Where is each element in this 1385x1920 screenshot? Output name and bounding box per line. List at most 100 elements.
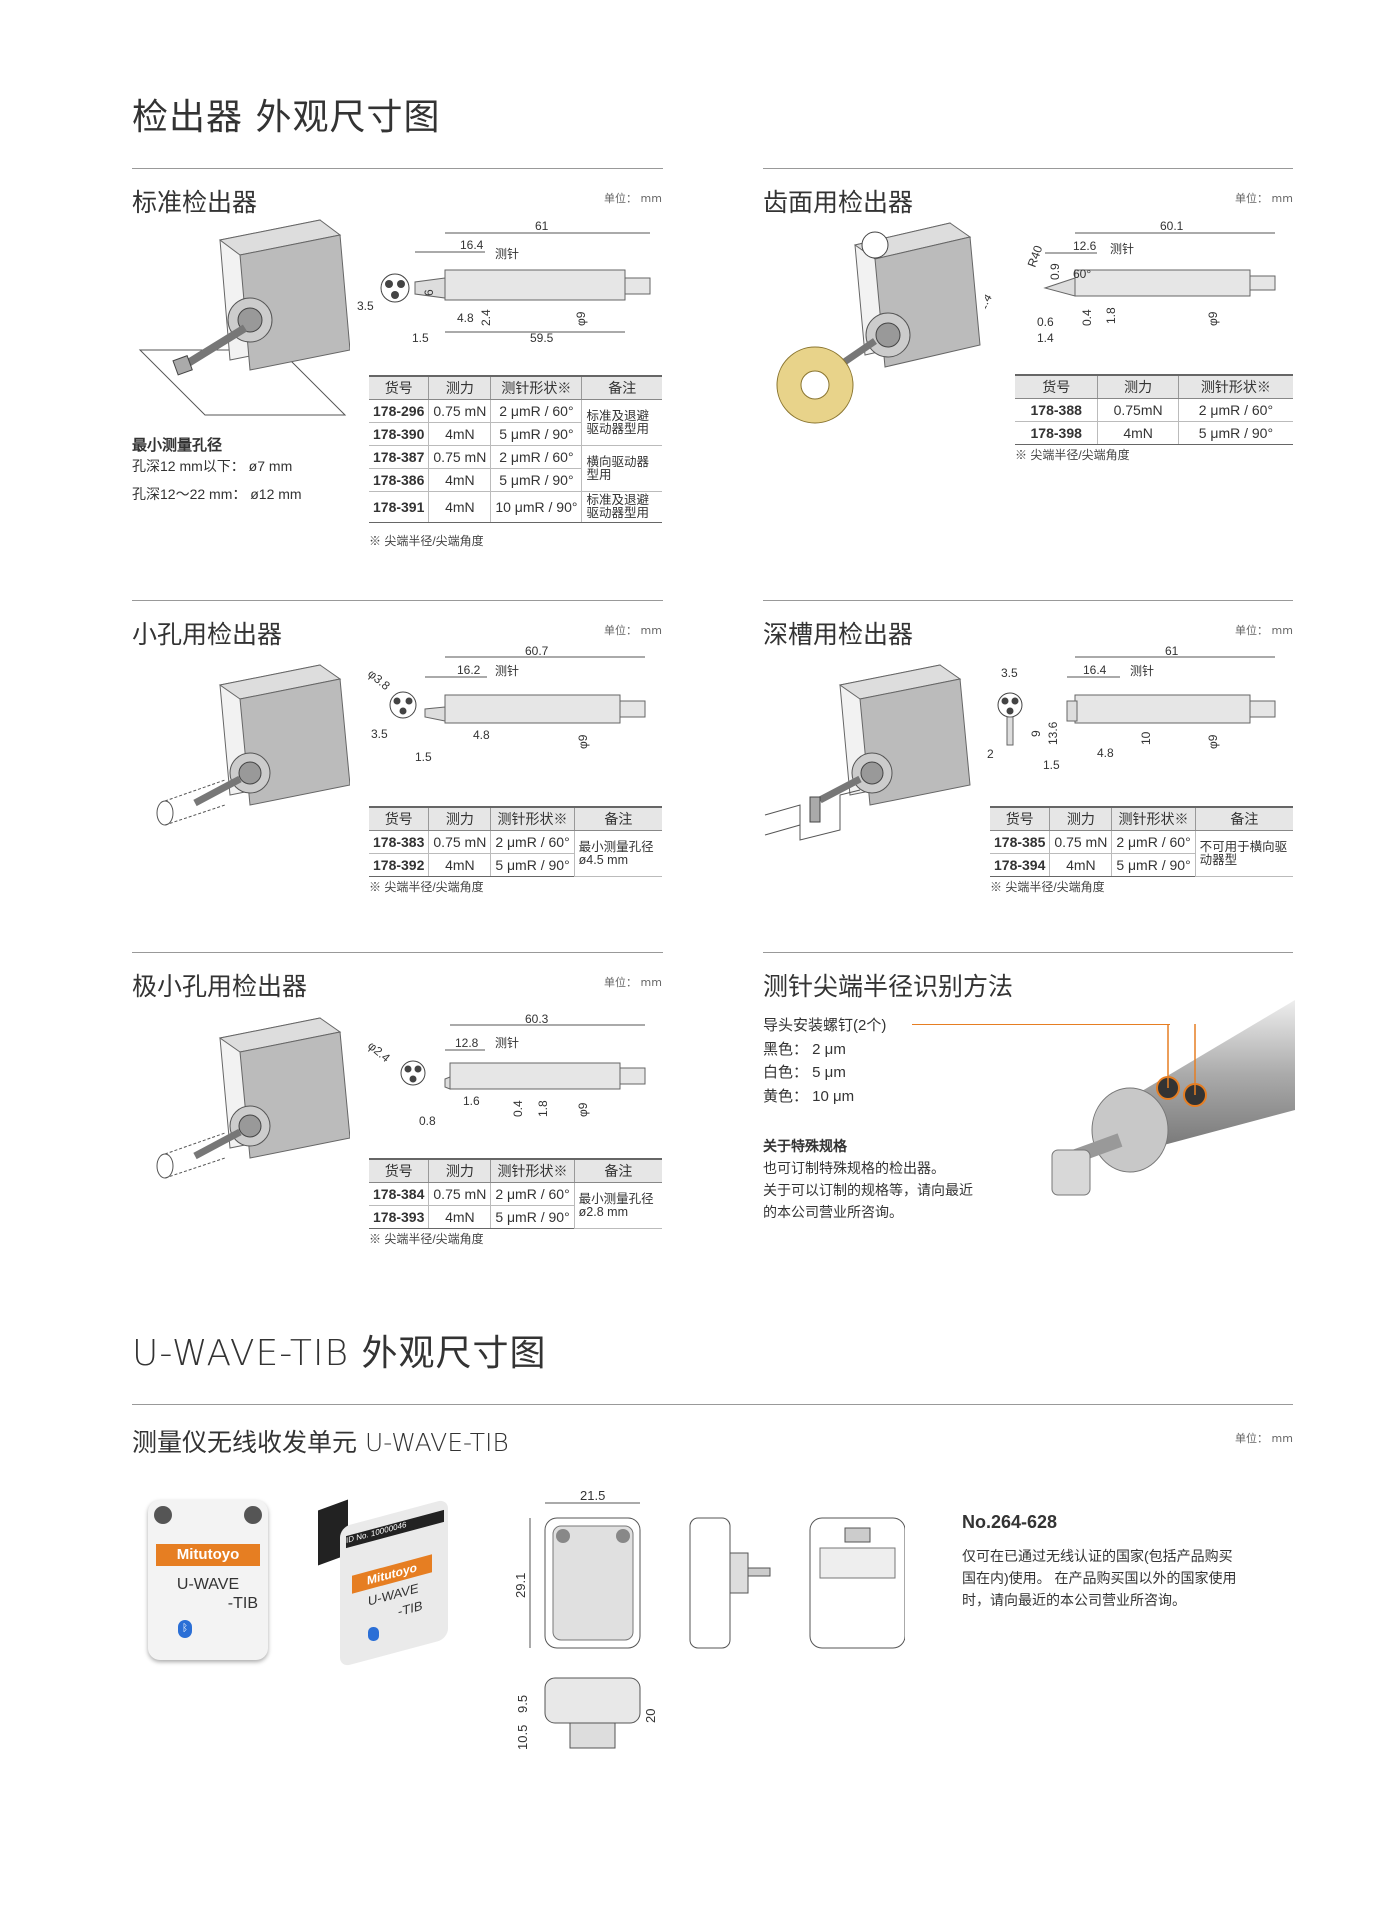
col-code: 货号	[369, 375, 429, 400]
dim-stylus-label: 测针	[1130, 663, 1154, 678]
dim-9.5: 9.5	[515, 1695, 530, 1713]
unit-label: 单位： mm	[604, 976, 662, 989]
dim-total: 60.3	[525, 1012, 549, 1026]
dim-phi2.4: φ2.4	[365, 1039, 393, 1066]
stylus-closeup-illustration	[1051, 1000, 1295, 1196]
table-row: 178-393 4mN 5 μmR / 90°	[369, 1205, 662, 1229]
table-row: 178-296 0.75 mN 2 μmR / 60° 标准及退避驱动器型用	[369, 399, 662, 446]
table-row: 178-390 4mN 5 μmR / 90°	[369, 422, 662, 446]
color-black: 黑色： 2 μm	[763, 1041, 846, 1058]
dim-phi2.4: φ2.4	[985, 291, 995, 319]
uwave-front-photo: Mitutoyo U-WAVE -TIB ᛒ	[148, 1500, 268, 1660]
dim-phi9: φ9	[1206, 734, 1220, 749]
dim-20: 20	[643, 1709, 658, 1723]
model-line-1: U-WAVE	[176, 1576, 240, 1593]
unit-label: 单位： mm	[604, 624, 662, 637]
dim-1.5: 1.5	[412, 331, 429, 343]
dim-13.6: 13.6	[1046, 721, 1060, 745]
dim-total: 61	[1165, 645, 1179, 658]
dim-phi9: φ9	[1206, 311, 1220, 326]
tiny-hole-spec-table: 货号 测力 测针形状※ 备注 178-384 0.75 mN 2 μmR / 6…	[369, 1158, 662, 1229]
table-row: 178-386 4mN 5 μmR / 90°	[369, 468, 662, 492]
special-text-3: 的本公司营业所咨询。	[763, 1204, 903, 1220]
table-row: 178-385 0.75 mN 2 μmR / 60° 不可用于横向驱动器型	[990, 830, 1293, 877]
min-hole-title: 最小测量孔径	[132, 437, 223, 454]
color-yellow: 黄色： 10 μm	[763, 1088, 855, 1105]
dim-10.5: 10.5	[515, 1725, 530, 1750]
section-title-gear: 齿面用检出器	[763, 188, 914, 217]
dim-6: 6	[422, 289, 436, 296]
dim-0.8: 0.8	[419, 1114, 436, 1128]
dim-phi3.8: φ3.8	[365, 667, 393, 694]
dim-2: 2	[987, 747, 994, 761]
page-title: 检出器 外观尺寸图	[132, 97, 441, 138]
dim-1.6: 1.6	[463, 1094, 480, 1108]
table-row: 178-388 0.75mN 2 μmR / 60°	[1015, 398, 1293, 422]
unit-label: 单位： mm	[1235, 192, 1293, 205]
footnote: ※ 尖端半径/尖端角度	[1015, 448, 1130, 462]
deep-groove-spec-table: 货号 测力 测针形状※ 备注 178-385 0.75 mN 2 μmR / 6…	[990, 806, 1293, 877]
standard-dimension-drawing: 61 16.4 测针 3.5 6 2.4 4.8 φ9 1.5 59.5	[357, 219, 651, 343]
dim-stylus-label: 测针	[495, 663, 519, 678]
uwave-text-3: 时，请向最近的本公司营业所咨询。	[962, 1592, 1186, 1608]
min-hole-2: 孔深12～22 mm： ø12 mm	[132, 486, 302, 502]
dim-stylus: 16.4	[1083, 663, 1107, 677]
dim-r40: R40	[1025, 243, 1046, 269]
table-row: 178-392 4mN 5 μmR / 90°	[369, 853, 662, 877]
divider	[763, 952, 1293, 953]
section-title-standard: 标准检出器	[132, 188, 258, 217]
dim-height: 29.1	[513, 1573, 528, 1598]
gear-detector-illustration	[776, 222, 981, 424]
deep-groove-dimension-drawing: 61 16.4 测针 3.5 9 13.6 10 2 4.8 1.5 φ9	[987, 645, 1276, 770]
dim-1.5: 1.5	[1043, 758, 1060, 770]
dim-stylus: 12.6	[1073, 239, 1097, 253]
table-row: 178-398 4mN 5 μmR / 90°	[1015, 421, 1293, 445]
uwave-dimension-drawings: 21.5 29.1 9.5 10.5 20	[513, 1488, 905, 1750]
gear-spec-table: 货号 测力 测针形状※ 178-388 0.75mN 2 μmR / 60° 1…	[1015, 374, 1293, 445]
special-title: 关于特殊规格	[763, 1138, 847, 1154]
dim-4.8: 4.8	[473, 728, 490, 742]
dim-width: 21.5	[580, 1488, 605, 1503]
col-note: 备注	[581, 375, 662, 400]
table-row: 178-383 0.75 mN 2 μmR / 60° 最小测量孔径 ø4.5 …	[369, 830, 662, 877]
dim-total: 60.7	[525, 645, 549, 658]
small-hole-spec-table: 货号 测力 测针形状※ 备注 178-383 0.75 mN 2 μmR / 6…	[369, 806, 662, 877]
dim-10: 10	[1139, 731, 1153, 745]
dim-angle: 60°	[1073, 267, 1091, 281]
tiny-hole-detector-illustration	[156, 1017, 350, 1179]
divider	[132, 600, 663, 601]
divider	[132, 168, 663, 169]
unit-label: 单位： mm	[604, 192, 662, 205]
uwave-page-title: U-WAVE-TIB 外观尺寸图	[132, 1333, 547, 1374]
table-row: 178-391 4mN 10 μmR / 90° 标准及退避驱动器型用	[369, 491, 662, 523]
dim-stylus: 16.2	[457, 663, 481, 677]
section-title-tiny-hole: 极小孔用检出器	[132, 972, 308, 1001]
dim-phi9: φ9	[574, 311, 588, 326]
min-hole-1: 孔深12 mm以下： ø7 mm	[132, 458, 293, 474]
table-row: 178-394 4mN 5 μmR / 90°	[990, 853, 1293, 877]
dim-3.5: 3.5	[1001, 666, 1018, 680]
leader-line	[912, 1024, 1170, 1025]
divider	[763, 600, 1293, 601]
dim-4.8: 4.8	[457, 311, 474, 325]
uwave-text-2: 国在内)使用。 在产品购买国以外的国家使用	[962, 1570, 1237, 1586]
unit-label: 单位： mm	[1235, 1432, 1293, 1445]
uwave-section-title: 测量仪无线收发单元 U-WAVE-TIB	[132, 1428, 509, 1457]
standard-spec-table: 货号 测力 测针形状※ 备注 178-296 0.75 mN 2 μmR / 6…	[369, 375, 662, 523]
bluetooth-icon	[368, 1627, 379, 1641]
footnote: ※ 尖端半径/尖端角度	[369, 1232, 484, 1246]
footnote: ※ 尖端半径/尖端角度	[990, 880, 1105, 894]
color-white: 白色： 5 μm	[763, 1064, 846, 1081]
dim-2.4: 2.4	[479, 309, 493, 326]
dim-total: 60.1	[1160, 219, 1184, 233]
section-title-deep-groove: 深槽用检出器	[763, 620, 914, 649]
dim-stylus-label: 测针	[495, 1035, 519, 1050]
unit-label: 单位： mm	[1235, 624, 1293, 637]
dim-3.5: 3.5	[371, 727, 388, 741]
footnote: ※ 尖端半径/尖端角度	[369, 534, 484, 548]
dim-59.5: 59.5	[530, 331, 554, 343]
dim-1.4: 1.4	[1037, 331, 1054, 343]
dim-stylus-label: 测针	[1110, 241, 1134, 256]
dim-3.5: 3.5	[357, 299, 374, 313]
uwave-code: No.264-628	[962, 1512, 1058, 1532]
